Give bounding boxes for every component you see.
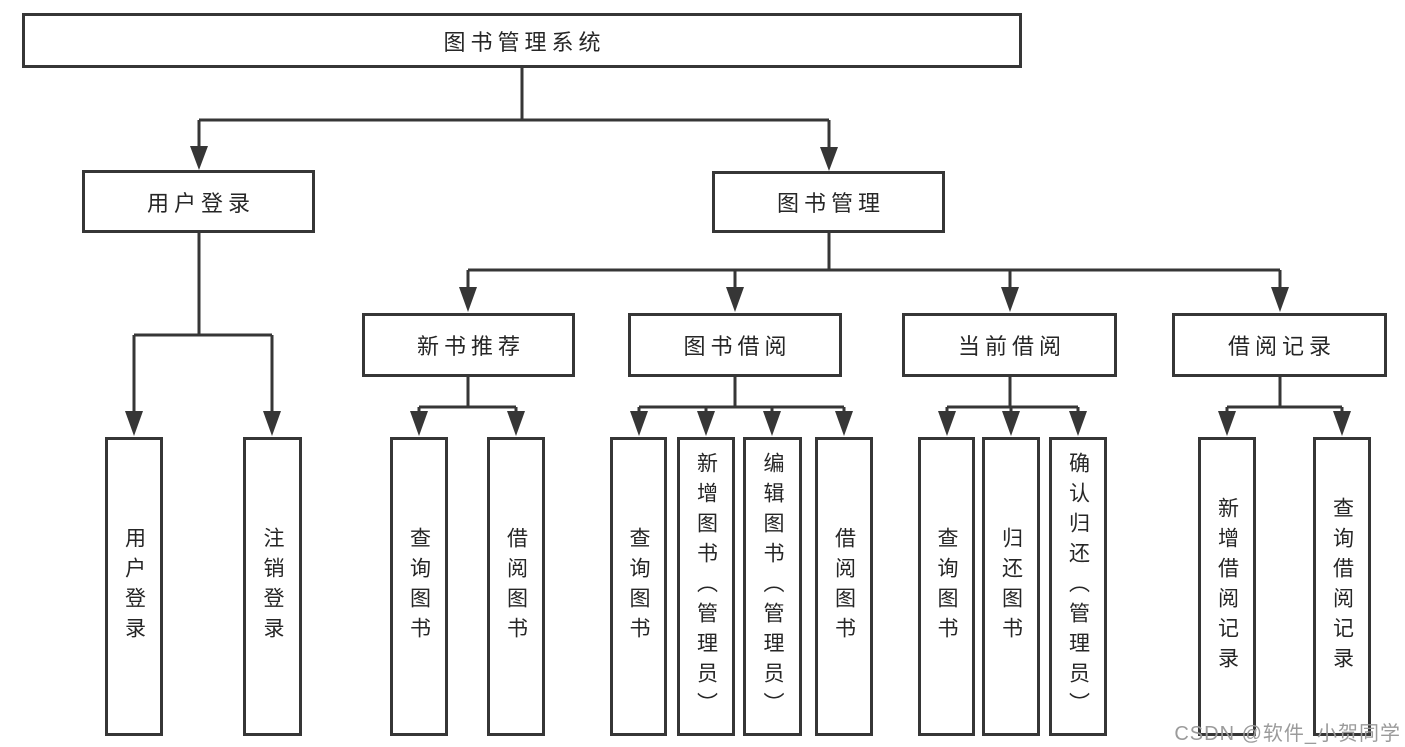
leaf-query-books-borrowing: 查询图书 [610,437,667,736]
leaf-logout: 注销登录 [243,437,302,736]
leaf-return-book: 归还图书 [982,437,1040,736]
leaf-borrow-books: 借阅图书 [815,437,873,736]
node-borrowing-records: 借阅记录 [1172,313,1387,377]
connector-borrow-records-split [1218,377,1351,436]
leaf-borrow-books-recommend-label: 借阅图书 [504,526,528,647]
node-user-login: 用户登录 [82,170,315,233]
leaf-add-book-admin-label: 新增图书（管理员） [694,451,718,722]
connector-new-book-split [410,377,525,436]
node-book-management: 图书管理 [712,171,945,233]
leaf-user-login-label: 用户登录 [122,526,146,647]
leaf-add-borrow-record-label: 新增借阅记录 [1215,496,1239,677]
node-user-login-label: 用户登录 [146,190,255,216]
connector-book-borrow-split [630,377,853,436]
connector-book-mgmt-split [459,233,1289,312]
leaf-logout-label: 注销登录 [261,526,284,647]
leaf-add-borrow-record: 新增借阅记录 [1198,437,1256,736]
leaf-borrow-books-label: 借阅图书 [832,526,856,647]
leaf-query-books-current-label: 查询图书 [935,526,958,647]
node-root-label: 图书管理系统 [443,29,606,55]
connector-root-split [190,68,838,171]
node-book-management-label: 图书管理 [776,191,885,216]
leaf-confirm-return-admin: 确认归还（管理员） [1049,437,1107,736]
leaf-add-book-admin: 新增图书（管理员） [677,437,735,736]
node-book-borrowing-label: 图书借阅 [683,334,792,359]
leaf-query-borrow-record: 查询借阅记录 [1313,437,1371,736]
connector-current-borrow-split [938,377,1087,436]
node-book-borrowing: 图书借阅 [628,313,842,377]
node-current-borrowing: 当前借阅 [902,313,1117,377]
leaf-query-borrow-record-label: 查询借阅记录 [1330,496,1354,677]
node-borrowing-records-label: 借阅记录 [1227,334,1336,359]
leaf-borrow-books-recommend: 借阅图书 [487,437,545,736]
csdn-watermark: CSDN @软件_小贺同学 [1174,723,1401,745]
leaf-query-books-current: 查询图书 [918,437,975,736]
node-new-book-recommendation: 新书推荐 [362,313,575,377]
leaf-user-login: 用户登录 [105,437,163,736]
node-new-book-recommendation-label: 新书推荐 [416,334,525,359]
connector-user-login-split [125,233,281,436]
leaf-query-books-borrowing-label: 查询图书 [627,526,650,647]
leaf-query-books-recommend-label: 查询图书 [407,526,431,647]
leaf-edit-book-admin: 编辑图书（管理员） [743,437,802,736]
leaf-edit-book-admin-label: 编辑图书（管理员） [761,451,784,722]
leaf-confirm-return-admin-label: 确认归还（管理员） [1066,451,1090,722]
node-root: 图书管理系统 [22,13,1022,68]
leaf-query-books-recommend: 查询图书 [390,437,448,736]
node-current-borrowing-label: 当前借阅 [957,334,1066,359]
leaf-return-book-label: 归还图书 [999,526,1023,647]
